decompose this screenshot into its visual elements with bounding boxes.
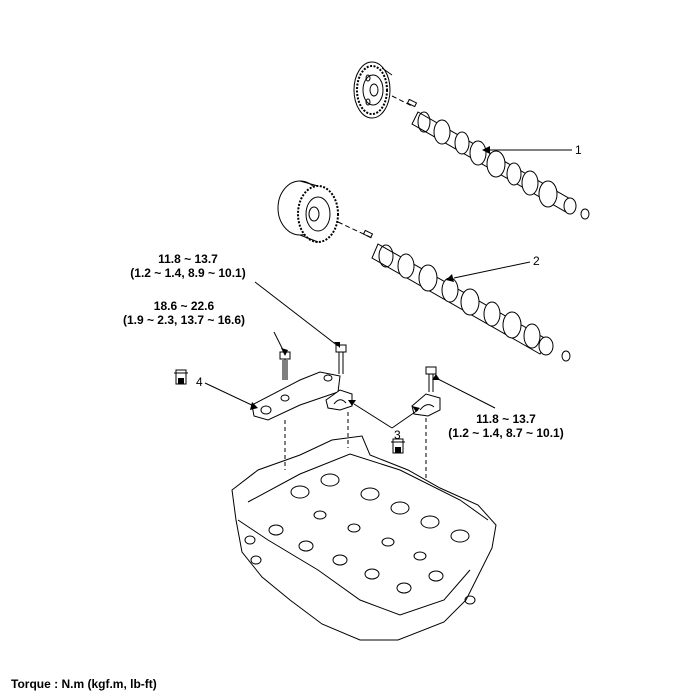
arrow-heads (250, 146, 490, 412)
torque-spec-top: 11.8 ~ 13.7 (1.2 ~ 1.4, 8.9 ~ 10.1) (112, 252, 264, 280)
intake-camshaft (337, 221, 571, 362)
alignment-lines (284, 412, 427, 478)
callout-4: 4 (196, 375, 203, 389)
torque-units: (1.2 ~ 1.4, 8.7 ~ 10.1) (448, 426, 564, 440)
bolt-right (425, 366, 437, 392)
callout-3: 3 (394, 428, 401, 442)
bolt-left (279, 351, 291, 380)
replace-part-icon-left (174, 369, 188, 385)
torque-spec-right: 11.8 ~ 13.7 (1.2 ~ 1.4, 8.7 ~ 10.1) (430, 412, 582, 440)
torque-units-note: Torque : N.m (kgf.m, lb-ft) (11, 677, 157, 691)
callout-2: 2 (533, 254, 540, 268)
torque-units: (1.2 ~ 1.4, 8.9 ~ 10.1) (130, 266, 246, 280)
front-bearing-cap (251, 371, 341, 421)
replace-part-icon-right (391, 438, 405, 454)
intake-camshaft-cvvt (277, 180, 339, 243)
bolt-middle (335, 344, 347, 374)
torque-value: 18.6 ~ 22.6 (153, 299, 215, 313)
bearing-cap-right (411, 393, 441, 417)
cylinder-head (231, 435, 497, 641)
exhaust-camshaft-sprocket (353, 61, 393, 119)
torque-value: 11.8 ~ 13.7 (476, 412, 536, 426)
callout-1: 1 (575, 143, 582, 157)
torque-units: (1.9 ~ 2.3, 13.7 ~ 16.6) (122, 313, 246, 327)
leader-lines (204, 149, 572, 429)
torque-value: 11.8 ~ 13.7 (158, 252, 218, 266)
torque-spec-middle: 18.6 ~ 22.6 (1.9 ~ 2.3, 13.7 ~ 16.6) (108, 299, 260, 327)
exhaust-camshaft (391, 95, 590, 220)
